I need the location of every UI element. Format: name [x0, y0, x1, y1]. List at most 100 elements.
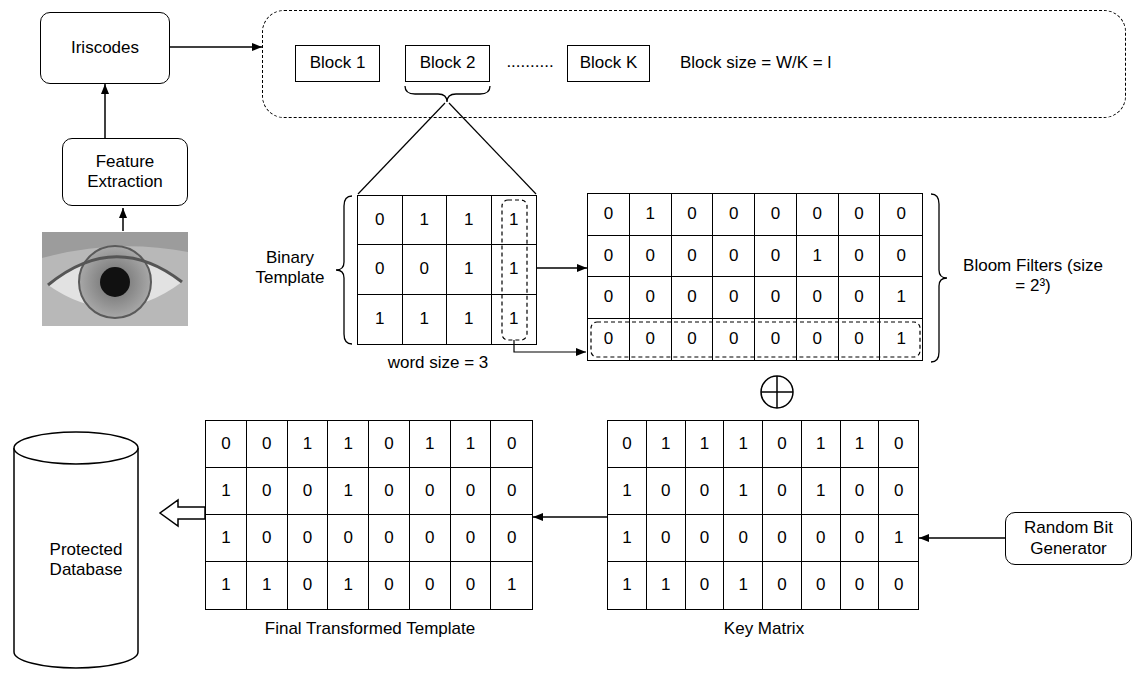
grid-cell: 1: [328, 421, 369, 468]
bit-value: 1: [262, 575, 271, 595]
bit-value: 0: [700, 575, 709, 595]
node-label: Protected Database: [12, 540, 160, 581]
grid-cell: 0: [369, 515, 410, 562]
brace: [405, 86, 490, 102]
bit-value: 0: [855, 481, 864, 501]
connector: [537, 267, 587, 269]
grid-cell: 0: [802, 562, 841, 609]
block-box: Block K: [567, 45, 650, 82]
grid-cell: 1: [630, 194, 672, 236]
bit-value: 0: [425, 481, 434, 501]
grid-cell: 0: [588, 236, 630, 278]
bit-value: 0: [507, 481, 516, 501]
node-label: Block 2: [420, 53, 476, 73]
bit-value: 0: [687, 329, 696, 349]
bit-value: 1: [343, 481, 352, 501]
grid-cell: 0: [328, 515, 369, 562]
grid-cell: 1: [492, 196, 537, 245]
text-slot: Key Matrix: [608, 619, 920, 639]
xor-symbol: [761, 376, 793, 408]
grid-cell: 0: [763, 562, 802, 609]
grid-cell: 1: [880, 319, 922, 361]
process-box: Iriscodes: [40, 12, 170, 84]
connector: [533, 516, 607, 518]
bit-value: 0: [854, 287, 863, 307]
block-group: Block size = W/K = lBlock 1Block 2Block …: [262, 10, 1126, 118]
hollow-arrow: [160, 500, 205, 526]
grid-cell: 0: [686, 515, 725, 562]
bit-value: 0: [894, 434, 903, 454]
grid-cell: 0: [713, 236, 755, 278]
bit-value: 1: [464, 309, 473, 329]
bit-value: 0: [661, 481, 670, 501]
bit-value: 0: [771, 287, 780, 307]
bit-value: 0: [604, 246, 613, 266]
grid-cell: 1: [206, 515, 247, 562]
bit-value: 0: [812, 287, 821, 307]
bit-value: 0: [777, 481, 786, 501]
grid-cell: 0: [647, 468, 686, 515]
bit-value: 0: [466, 575, 475, 595]
bit-value: 1: [509, 309, 518, 329]
process-box: Random Bit Generator: [1005, 512, 1132, 565]
grid-cell: 0: [797, 319, 839, 361]
grid-cell: 1: [447, 295, 492, 344]
bloom-filters: Bloom Filters (size = 2³)010000000000010…: [587, 193, 923, 361]
grid-cell: 0: [491, 421, 532, 468]
grid-cell: 1: [403, 196, 448, 245]
grid-cell: 0: [672, 319, 714, 361]
grid-cell: 1: [328, 562, 369, 609]
bit-value: 1: [700, 434, 709, 454]
bit-value: 0: [816, 575, 825, 595]
grid-cell: 0: [588, 277, 630, 319]
grid-cell: 0: [713, 194, 755, 236]
grid-cell: 0: [647, 515, 686, 562]
bit-value: 0: [687, 287, 696, 307]
node-label: Binary Template: [256, 248, 325, 287]
bit-value: 1: [343, 434, 352, 454]
grid-cell: 1: [492, 245, 537, 294]
bit-value: 0: [687, 204, 696, 224]
zoom-line: [358, 103, 445, 194]
binary-template: Binary Templateword size = 3011100111111: [357, 195, 537, 345]
bit-value: 0: [375, 210, 384, 230]
grid-cell: 1: [608, 468, 647, 515]
grid-cell: 0: [839, 319, 881, 361]
node-label: Iriscodes: [71, 38, 139, 58]
grid-cell: 0: [403, 245, 448, 294]
grid-cell: 0: [880, 194, 922, 236]
grid-cell: 1: [288, 421, 329, 468]
grid-cell: 1: [247, 562, 288, 609]
bit-value: 1: [464, 210, 473, 230]
bit-value: 0: [303, 481, 312, 501]
grid-cell: 0: [491, 515, 532, 562]
grid-cell: 0: [630, 236, 672, 278]
eye-photo: [42, 232, 188, 326]
bit-value: 1: [661, 434, 670, 454]
bit-value: 1: [420, 210, 429, 230]
bit-value: 1: [466, 434, 475, 454]
bit-value: 1: [816, 434, 825, 454]
grid-cell: 1: [802, 421, 841, 468]
text-slot: ..........: [495, 52, 565, 72]
bit-value: 0: [645, 246, 654, 266]
bit-value: 0: [896, 246, 905, 266]
bit-value: 0: [303, 528, 312, 548]
grid-cell: 0: [630, 319, 672, 361]
grid-cell: 0: [288, 468, 329, 515]
bit-value: 0: [729, 246, 738, 266]
grid-cell: 0: [369, 468, 410, 515]
grid-cell: 1: [491, 562, 532, 609]
bit-value: 0: [466, 481, 475, 501]
grid-cell: 0: [841, 515, 880, 562]
grid-cell: 0: [491, 468, 532, 515]
bit-value: 0: [896, 204, 905, 224]
grid-cell: 1: [841, 421, 880, 468]
bit-value: 0: [420, 259, 429, 279]
grid-cell: 1: [686, 421, 725, 468]
grid-cell: 0: [672, 194, 714, 236]
bit-value: 0: [816, 528, 825, 548]
grid-cell: 0: [686, 562, 725, 609]
bit-value: 0: [425, 528, 434, 548]
